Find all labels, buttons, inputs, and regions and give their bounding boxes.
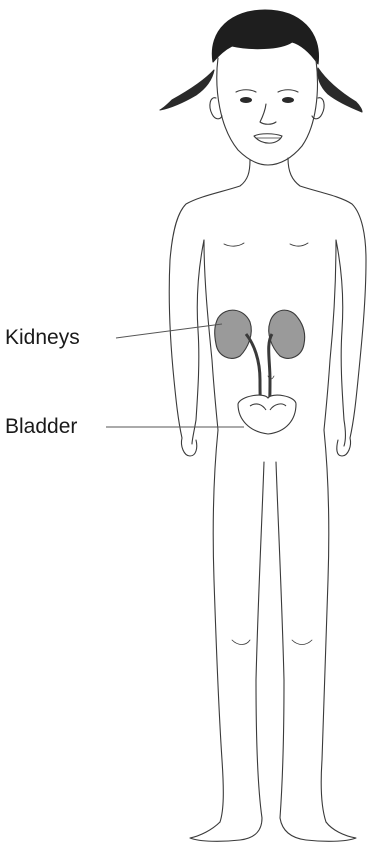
head [210,58,324,165]
left-eye [240,97,252,103]
nose [260,104,276,124]
legs [213,430,329,822]
right-eye [282,97,294,103]
right-kidney [269,310,305,358]
hair [160,10,362,112]
right-arm [336,240,366,456]
bladder-label: Bladder [5,416,77,437]
feet [190,818,356,841]
left-arm [169,240,204,456]
kidneys-label: Kidneys [5,327,80,348]
bladder [238,395,296,434]
right-eyebrow [278,90,298,92]
torso-outline [170,158,366,430]
mouth [254,134,282,143]
kidneys-leader-line [116,324,222,338]
left-eyebrow [236,90,256,92]
